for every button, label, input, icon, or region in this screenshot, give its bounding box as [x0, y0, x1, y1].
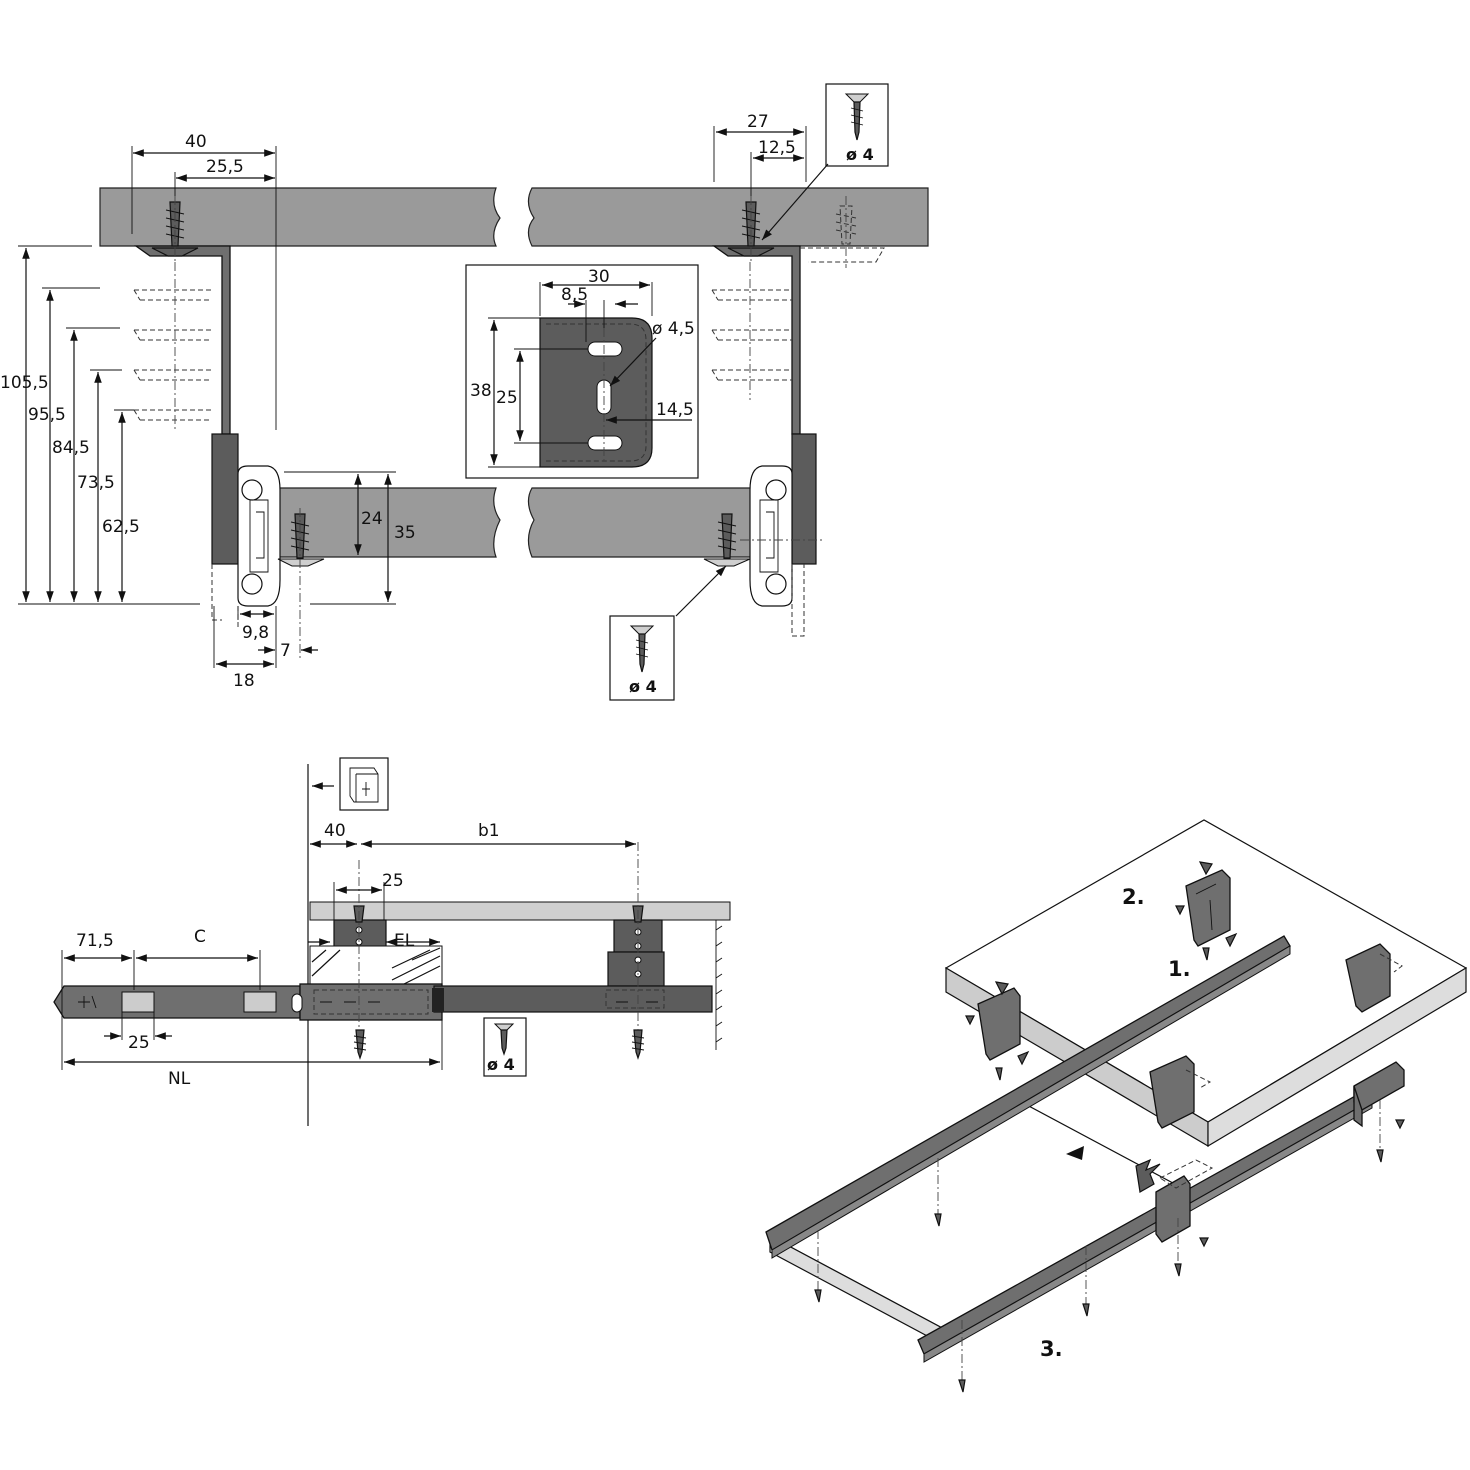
assembly-step-2: 2.	[1122, 885, 1145, 909]
dim-side-25: 25	[382, 871, 404, 891]
dim-NL: NL	[168, 1069, 191, 1089]
dim-EL: EL	[394, 931, 415, 951]
side-view: ø 4 40 b1 25 EL 71,5 C 25	[53, 757, 731, 1126]
screw-label-top: ø 4	[846, 145, 874, 164]
dim-24: 24	[361, 509, 383, 529]
right-top-screw-icon	[727, 196, 775, 262]
dim-71-5: 71,5	[76, 931, 114, 951]
dim-side-25-bottom: 25	[128, 1033, 150, 1053]
dim-9-8: 9,8	[242, 623, 269, 643]
dim-C: C	[194, 927, 206, 947]
bracket-step-2	[1185, 861, 1238, 948]
left-dimensions: 40 25,5 105,5 95,5 84,5 73,5 62,5	[0, 132, 416, 691]
side-dimensions: 40 b1 25 EL 71,5 C 25 NL	[61, 821, 636, 1089]
dim-14-5: 14,5	[656, 400, 694, 420]
rear-holder-right	[1353, 1061, 1405, 1128]
dim-73-5: 73,5	[77, 473, 115, 493]
left-runner-profile	[211, 465, 281, 630]
bracket-rear-right	[1345, 943, 1403, 1013]
dim-12-5: 12,5	[758, 138, 796, 158]
dim-b1: b1	[478, 821, 500, 841]
cabinet-top-board-right	[527, 187, 929, 247]
dim-25-detail: 25	[496, 388, 518, 408]
side-screw-label: ø 4	[487, 1055, 515, 1074]
left-bracket-alt-positions	[133, 262, 212, 432]
right-drawer-screw-icon	[703, 513, 751, 567]
assembly-view: 1. 2. 3.	[765, 819, 1468, 1393]
dim-40: 40	[185, 132, 207, 152]
left-bracket-plate	[211, 433, 239, 565]
dim-105-5: 105,5	[0, 373, 49, 393]
assembly-step-3: 3.	[1040, 1337, 1063, 1361]
side-screw-rear-icon	[631, 1029, 645, 1060]
right-bracket-plate	[791, 433, 817, 565]
cabinet-top-board-left	[99, 187, 501, 247]
insert-arrow-icon	[1066, 1146, 1084, 1160]
screw-callout-top: ø 4	[761, 83, 889, 241]
wood-hatch	[309, 945, 443, 985]
runner-slot-2	[243, 991, 277, 1013]
screw-label-bottom: ø 4	[629, 677, 657, 696]
front-frame-icon	[339, 757, 389, 811]
side-screw-callout: ø 4	[483, 1017, 527, 1077]
drawer-runner-rail	[53, 985, 301, 1019]
slot-bottom	[587, 435, 623, 451]
right-top-screw-alt-icon	[835, 205, 857, 245]
drawer-side-board-right	[527, 487, 753, 558]
left-drawer-screw-icon	[277, 508, 325, 660]
dim-7: 7	[280, 641, 291, 661]
runner-hole	[291, 993, 303, 1013]
bracket-detail: 30 8,5 ø 4,5 38 25 14,5	[465, 264, 699, 479]
dim-38: 38	[470, 381, 492, 401]
bracket-front-left	[977, 981, 1030, 1066]
dim-25-5: 25,5	[206, 157, 244, 177]
assembly-screws	[814, 905, 1405, 1393]
dim-dia-4-5: ø 4,5	[652, 319, 695, 339]
dim-95-5: 95,5	[28, 405, 66, 425]
dim-8-5: 8,5	[561, 285, 588, 305]
bracket-plate-detail	[539, 317, 653, 468]
section-view: 40 25,5 105,5 95,5 84,5 73,5 62,5	[0, 83, 929, 701]
dim-35: 35	[394, 523, 416, 543]
screw-callout-bottom: ø 4	[609, 565, 727, 701]
left-top-screw-icon	[151, 196, 199, 262]
runner-inner-section	[433, 985, 713, 1013]
bracket-middle	[1149, 1055, 1212, 1129]
right-runner-profile	[740, 465, 822, 637]
side-screw-front-icon	[353, 1029, 367, 1060]
front-holder	[1135, 1158, 1214, 1243]
dim-30: 30	[588, 267, 610, 287]
dim-side-40: 40	[324, 821, 346, 841]
right-bracket-alt-positions	[711, 196, 885, 400]
dim-62-5: 62,5	[102, 517, 140, 537]
runner-roller	[432, 988, 444, 1012]
dim-27: 27	[747, 112, 769, 132]
slot-top	[587, 341, 623, 357]
dim-18: 18	[233, 671, 255, 691]
right-dimensions: 27 12,5	[713, 112, 807, 196]
side-top-board	[309, 901, 731, 921]
dim-84-5: 84,5	[52, 438, 90, 458]
assembly-step-1: 1.	[1168, 957, 1191, 981]
runner-slot-1	[121, 991, 155, 1013]
